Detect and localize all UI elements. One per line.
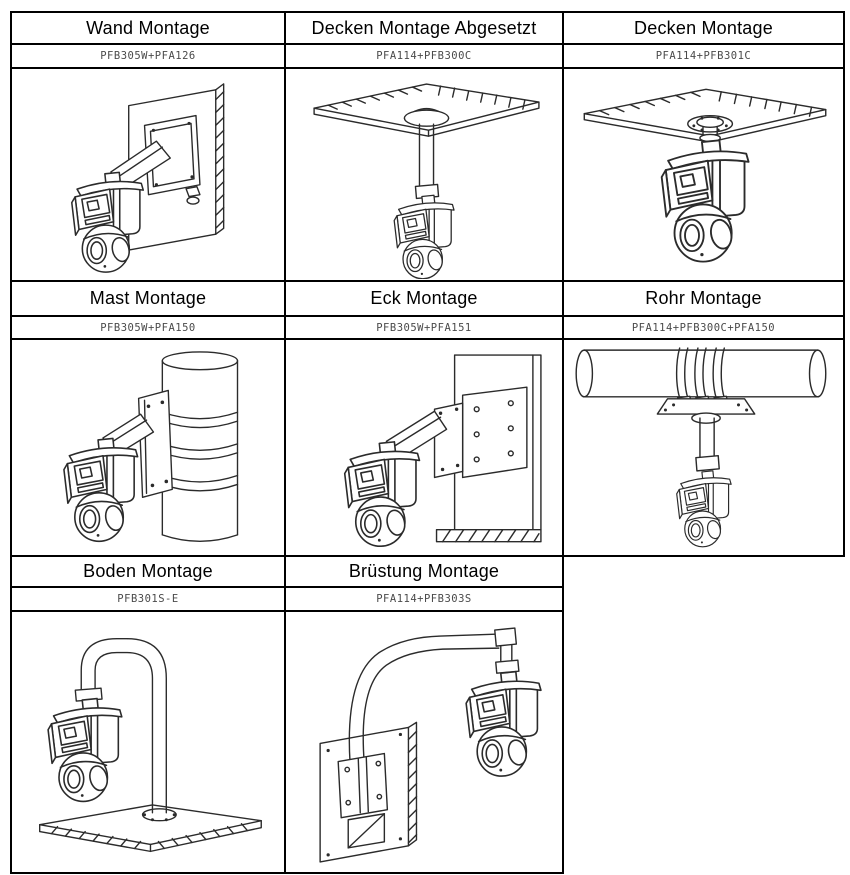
mount-title-eck: Eck Montage <box>284 280 564 318</box>
mount-title-boden: Boden Montage <box>10 555 286 589</box>
pole-mount-illustration <box>63 350 239 542</box>
part-number-decken: PFA114+PFB301C <box>562 43 845 69</box>
ceiling-pendant-mount-illustration <box>313 83 540 279</box>
figure-cell-eck <box>284 338 564 558</box>
pipe-mount-illustration <box>575 347 827 548</box>
figure-cell-bruestung <box>284 610 564 875</box>
mount-title-decken-abgesetzt: Decken Montage Abgesetzt <box>284 11 564 45</box>
ceiling-mount-illustration <box>583 88 827 263</box>
part-number-mast: PFB305W+PFA150 <box>10 315 286 341</box>
figure-cell-boden <box>10 610 286 875</box>
figure-cell-rohr <box>562 338 845 558</box>
part-number-rohr: PFA114+PFB300C+PFA150 <box>562 315 845 341</box>
mount-title-wand: Wand Montage <box>10 11 286 45</box>
ground-mount-illustration <box>39 637 262 852</box>
wall-mount-illustration <box>71 82 225 273</box>
parapet-mount-illustration <box>319 626 542 863</box>
figure-cell-wand <box>10 66 286 283</box>
corner-mount-illustration <box>343 354 542 548</box>
empty-cell <box>563 556 844 874</box>
part-number-wand: PFB305W+PFA126 <box>10 43 286 69</box>
mount-title-decken: Decken Montage <box>562 11 845 45</box>
figure-cell-mast <box>10 338 286 558</box>
mount-title-bruestung: Brüstung Montage <box>284 555 564 589</box>
mount-title-rohr: Rohr Montage <box>562 280 845 318</box>
figure-cell-decken <box>562 66 845 283</box>
figure-cell-decken-abgesetzt <box>284 66 564 283</box>
part-number-boden: PFB301S-E <box>10 586 286 613</box>
part-number-eck: PFB305W+PFA151 <box>284 315 564 341</box>
part-number-bruestung: PFA114+PFB303S <box>284 586 564 613</box>
mount-options-table: Wand Montage Decken Montage Abgesetzt De… <box>10 11 845 875</box>
mount-title-mast: Mast Montage <box>10 280 286 318</box>
part-number-decken-abgesetzt: PFA114+PFB300C <box>284 43 564 69</box>
